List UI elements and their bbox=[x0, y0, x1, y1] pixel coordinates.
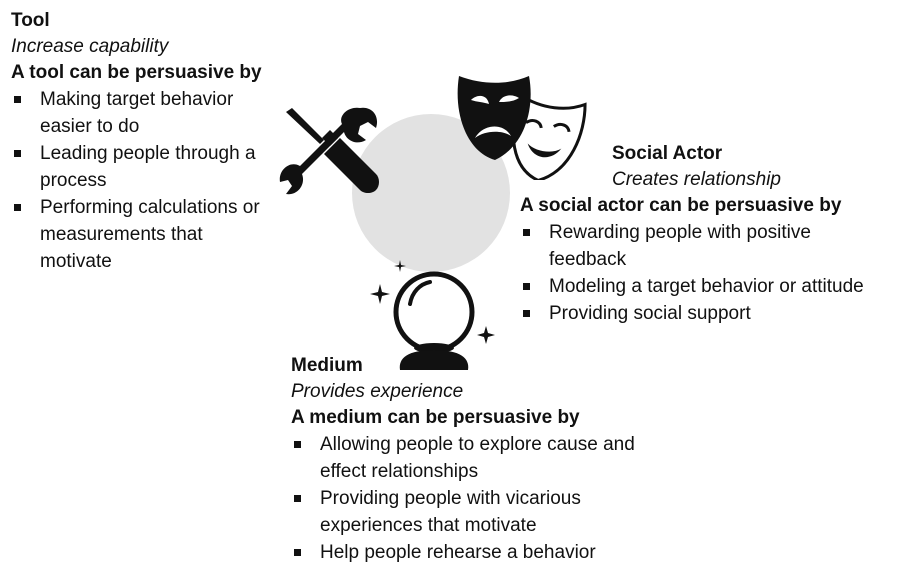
tool-list-item: Leading people through a process bbox=[11, 140, 271, 194]
medium-list: Allowing people to explore cause and eff… bbox=[291, 431, 681, 566]
social-actor-subtitle: Creates relationship bbox=[612, 169, 781, 190]
social-actor-list: Rewarding people with positive feedback … bbox=[520, 219, 910, 327]
tool-block: Tool Increase capability A tool can be p… bbox=[11, 8, 291, 275]
social-actor-list-item: Providing social support bbox=[520, 300, 910, 327]
medium-subtitle: Provides experience bbox=[291, 381, 464, 402]
tool-subtitle: Increase capability bbox=[11, 36, 169, 57]
crystal-ball-icon bbox=[370, 260, 495, 370]
tool-lead: A tool can be persuasive by bbox=[11, 62, 262, 83]
medium-list-item: Providing people with vicarious experien… bbox=[291, 485, 650, 539]
social-actor-lead: A social actor can be persuasive by bbox=[520, 195, 842, 216]
tool-list: Making target behavior easier to do Lead… bbox=[11, 86, 271, 275]
wrench-screwdriver-icon bbox=[279, 107, 379, 195]
medium-list-item: Allowing people to explore cause and eff… bbox=[291, 431, 681, 485]
tool-list-item: Performing calculations or measurements … bbox=[11, 194, 271, 275]
tool-list-item: Making target behavior easier to do bbox=[11, 86, 271, 140]
medium-block: Medium Provides experience A medium can … bbox=[291, 353, 691, 566]
tool-title: Tool bbox=[11, 10, 50, 31]
medium-title: Medium bbox=[291, 355, 363, 376]
social-actor-title: Social Actor bbox=[612, 143, 723, 164]
social-actor-list-item: Modeling a target behavior or attitude bbox=[520, 273, 910, 300]
social-actor-list-item: Rewarding people with positive feedback bbox=[520, 219, 849, 273]
theater-masks-icon bbox=[457, 76, 587, 180]
social-actor-block: Social Actor Creates relationship A soci… bbox=[520, 141, 910, 327]
medium-list-item: Help people rehearse a behavior bbox=[291, 539, 681, 566]
medium-lead: A medium can be persuasive by bbox=[291, 407, 580, 428]
